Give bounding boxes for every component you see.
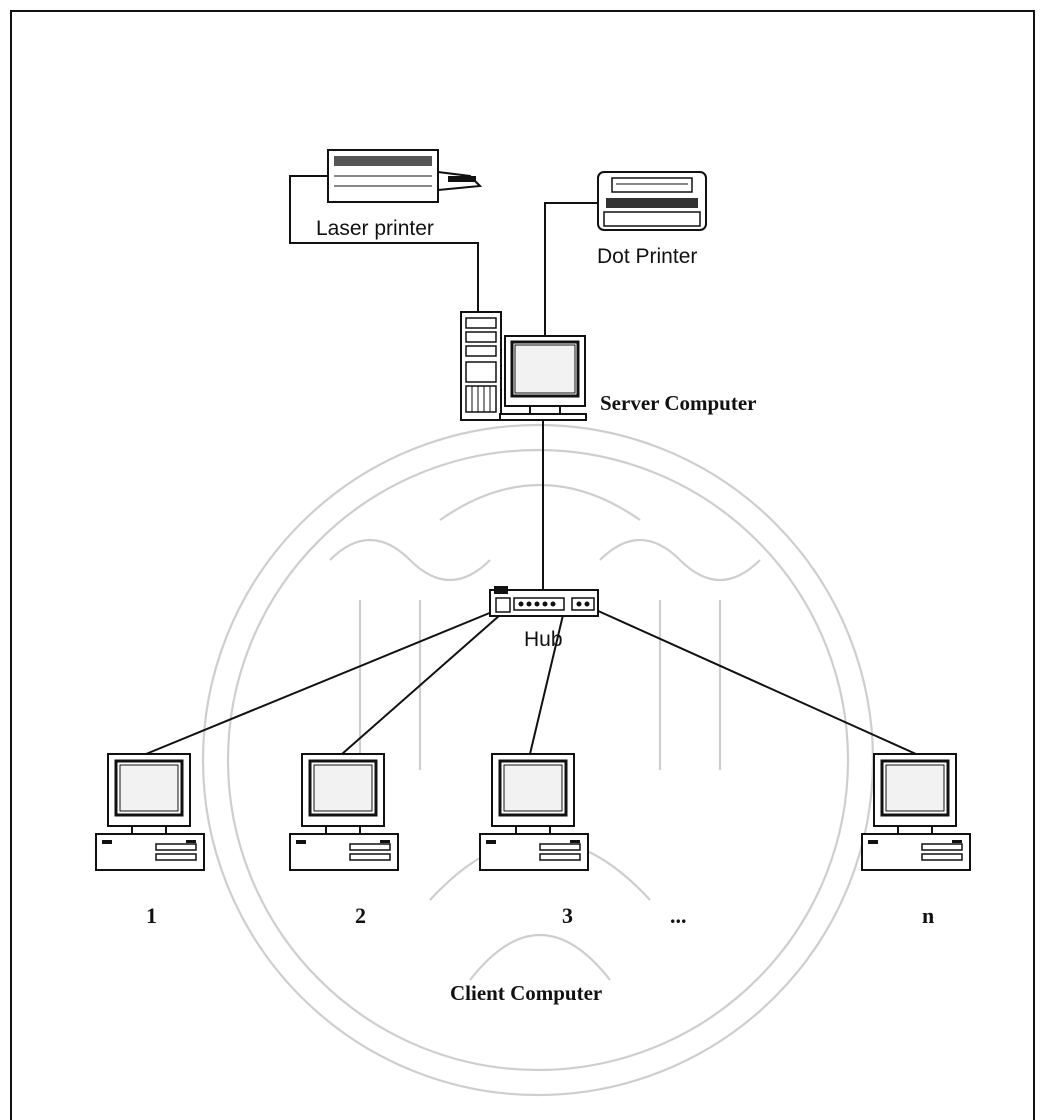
diagram-frame xyxy=(10,10,1035,1120)
client-computer-label: Client Computer xyxy=(450,981,602,1005)
watermark-seal xyxy=(201,423,875,1097)
dot-printer-icon xyxy=(597,171,707,231)
laser-printer-label: Laser printer xyxy=(316,217,434,240)
hub-icon xyxy=(489,586,599,617)
client-computer-n-icon xyxy=(860,752,972,872)
client-number-n: n xyxy=(922,903,934,928)
client-computer-2-icon xyxy=(288,752,400,872)
dot-printer-label: Dot Printer xyxy=(597,245,697,268)
client-number-3: 3 xyxy=(562,903,573,928)
connection-wires xyxy=(145,175,917,755)
client-number-2: 2 xyxy=(355,903,366,928)
client-computer-1-icon xyxy=(94,752,206,872)
client-computer-3-icon xyxy=(478,752,590,872)
client-ellipsis: ... xyxy=(670,903,687,928)
laser-printer-icon xyxy=(327,149,483,203)
client-number-1: 1 xyxy=(146,903,157,928)
server-computer-icon xyxy=(460,311,587,421)
hub-label: Hub xyxy=(524,628,563,651)
server-computer-label: Server Computer xyxy=(600,391,757,415)
